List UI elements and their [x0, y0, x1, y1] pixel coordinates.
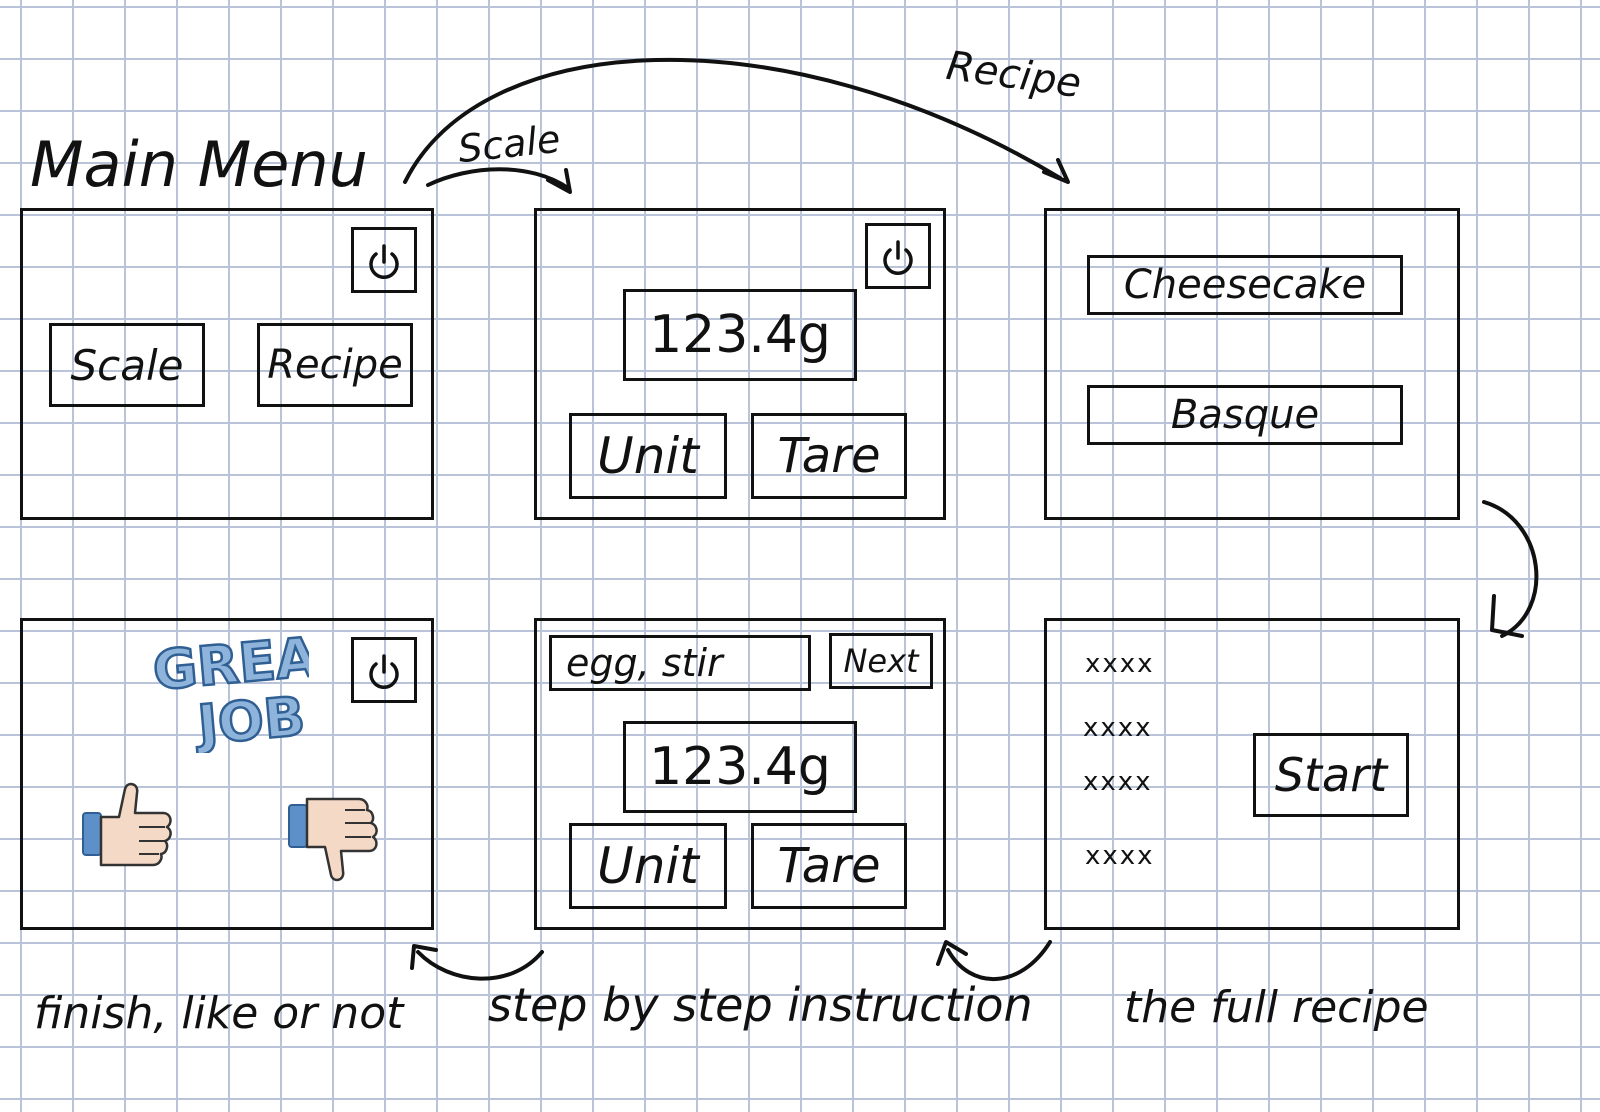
- tare-button[interactable]: Tare: [751, 413, 907, 499]
- arrow-step-to-finish-head: [410, 944, 438, 970]
- recipe-list-screen: Cheesecake Basque: [1044, 208, 1460, 520]
- recipe-item-cheesecake[interactable]: Cheesecake: [1087, 255, 1403, 315]
- power-button[interactable]: [351, 227, 417, 293]
- arrow-scale-head: [546, 168, 572, 194]
- power-icon: [369, 654, 399, 689]
- recipe-line: xxxx: [1085, 841, 1155, 871]
- arrow-list-to-full: [1482, 500, 1539, 638]
- scale-arrow-label: Scale: [455, 116, 563, 172]
- power-icon: [369, 244, 399, 279]
- step-screen: egg, stir Next 123.4g Unit Tare: [534, 618, 946, 930]
- recipe-line: xxxx: [1083, 713, 1153, 743]
- thumbs-down-icon[interactable]: [285, 797, 381, 885]
- arrow-step-to-finish: [416, 950, 544, 981]
- step-caption: step by step instruction: [488, 978, 1033, 1032]
- weight-display: 123.4g: [623, 289, 857, 381]
- arrow-list-to-full-head: [1490, 594, 1524, 638]
- scale-screen: 123.4g Unit Tare: [534, 208, 946, 520]
- great-job-badge: GREAT JOB!: [149, 625, 309, 753]
- thumbs-up-icon[interactable]: [79, 779, 175, 867]
- recipe-button[interactable]: Recipe: [257, 323, 413, 407]
- arrow-recipe-head: [1042, 158, 1070, 184]
- next-button[interactable]: Next: [829, 633, 933, 689]
- power-button[interactable]: [865, 223, 931, 289]
- arrow-scale-curve: [426, 167, 570, 190]
- power-icon: [883, 240, 913, 275]
- scale-button[interactable]: Scale: [49, 323, 205, 407]
- arrow-full-to-step-head: [936, 940, 968, 966]
- instruction-display: egg, stir: [549, 635, 811, 691]
- start-button[interactable]: Start: [1253, 733, 1409, 817]
- main-menu-heading: Main Menu: [30, 128, 368, 201]
- recipe-item-basque[interactable]: Basque: [1087, 385, 1403, 445]
- tare-button[interactable]: Tare: [751, 823, 907, 909]
- badge-line-great: GREAT: [150, 625, 309, 702]
- weight-display: 123.4g: [623, 721, 857, 813]
- recipe-line: xxxx: [1083, 767, 1153, 797]
- recipe-arrow-label: Recipe: [943, 42, 1085, 108]
- finish-screen: GREAT JOB!: [20, 618, 434, 930]
- finish-caption: finish, like or not: [34, 988, 404, 1039]
- power-button[interactable]: [351, 637, 417, 703]
- badge-line-job: JOB!: [191, 682, 309, 753]
- recipe-line: xxxx: [1085, 649, 1155, 679]
- full-recipe-screen: xxxx xxxx xxxx xxxx Start: [1044, 618, 1460, 930]
- main-menu-screen: Scale Recipe: [20, 208, 434, 520]
- unit-button[interactable]: Unit: [569, 823, 727, 909]
- full-recipe-caption: the full recipe: [1124, 982, 1429, 1033]
- arrow-full-to-step: [946, 940, 1052, 982]
- unit-button[interactable]: Unit: [569, 413, 727, 499]
